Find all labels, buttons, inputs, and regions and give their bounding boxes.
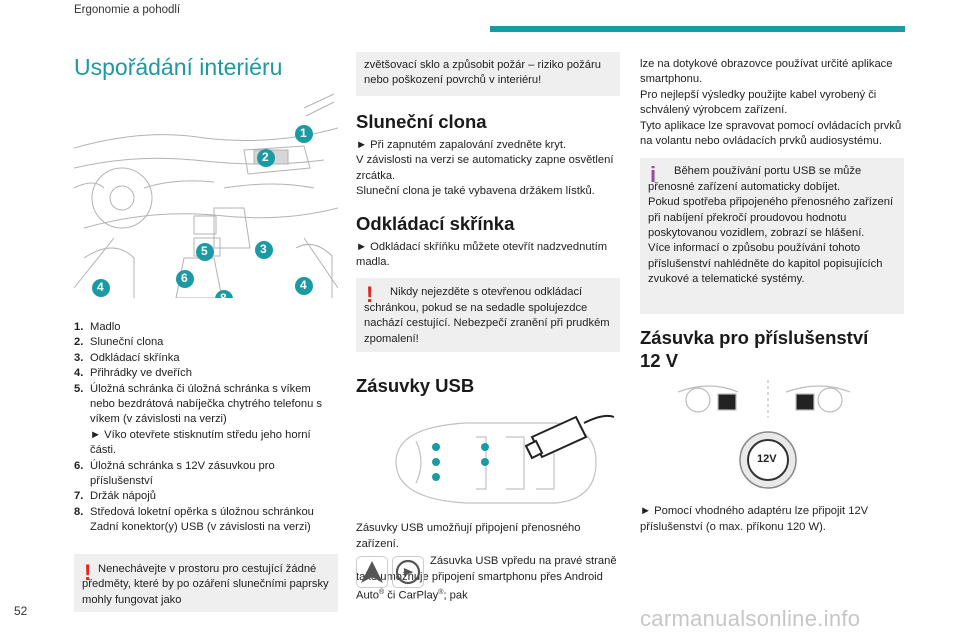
section-title-usb: Zásuvky USB <box>356 375 475 397</box>
callout-4-right: 4 <box>300 278 307 292</box>
socket-illustration: 12V <box>640 380 904 492</box>
info-box-usb: i Během používání portu USB se může přen… <box>640 158 904 315</box>
page-number: 52 <box>14 604 28 618</box>
socket-drawing <box>677 380 851 490</box>
list-item: 3.Odkládací skřínka <box>74 351 180 364</box>
list-item: 1.Madlo <box>74 321 121 333</box>
callout-8: 8 <box>220 291 227 305</box>
column-storage: zvětšovací sklo a způsobit požár – rizik… <box>356 52 620 604</box>
callout-3: 3 <box>260 242 267 256</box>
usb-illustration <box>356 407 620 517</box>
callout-4-left: 4 <box>97 280 104 294</box>
list-item: 4.Přihrádky ve dveřích <box>74 367 192 380</box>
usb-car-diagram <box>395 415 615 505</box>
list-item: 2.Sluneční clona <box>74 336 164 349</box>
warning-box-sunlight: ! Nenechávejte v prostoru pro cestující … <box>74 553 338 612</box>
callout-5: 5 <box>201 244 208 258</box>
column-interior-layout: Uspořádání interiéru <box>73 52 339 612</box>
watermark: carmanualsonline.info <box>640 606 861 631</box>
list-item: 8.Středová loketní opěrka s úložnou schr… <box>74 505 314 534</box>
interior-items-list: 1.Madlo 2.Sluneční clona 3.Odkládací skř… <box>74 320 338 536</box>
header-accent-bar <box>490 0 905 32</box>
android-auto-icon <box>356 556 388 589</box>
info-icon: i <box>650 162 657 188</box>
list-item: 5.Úložná schránka či úložná schránka s v… <box>74 382 322 457</box>
section-title-sun-visor: Sluneční clona <box>356 111 487 132</box>
interior-illustration: 1 2 3 4 4 5 6 8 <box>73 88 339 308</box>
column-usb-continued: lze na dotykové obrazovce používat určit… <box>640 52 904 535</box>
running-header: Ergonomie a pohodlí <box>74 4 181 16</box>
usb-android-carplay: Zásuvka USB vpředu na pravé straně také … <box>356 555 617 602</box>
list-item: 6.Úložná schránka s 12V zásuvkou pro pří… <box>74 459 275 488</box>
page-title: Uspořádání interiéru <box>74 54 283 80</box>
callout-6: 6 <box>181 271 188 285</box>
warning-icon: ! <box>366 282 374 308</box>
warning-box-glovebox: ! Nikdy nejezděte s otevřenou odkládací … <box>356 278 620 353</box>
carplay-icon <box>392 556 424 589</box>
callout-2: 2 <box>262 150 269 164</box>
list-item: 7.Držák nápojů <box>74 490 156 503</box>
interior-drawing <box>73 93 339 308</box>
warning-icon: ! <box>84 559 92 585</box>
section-title-glovebox: Odkládací skřínka <box>356 212 515 234</box>
warning-box-continued: zvětšovací sklo a způsobit požár – rizik… <box>356 52 620 96</box>
warning-text: Nenechávejte v prostoru pro cestující žá… <box>82 562 329 606</box>
socket-label: 12V <box>757 453 777 466</box>
section-title-12v-socket: Zásuvka pro příslušenství 12 V <box>640 327 869 372</box>
callout-1: 1 <box>300 126 307 140</box>
